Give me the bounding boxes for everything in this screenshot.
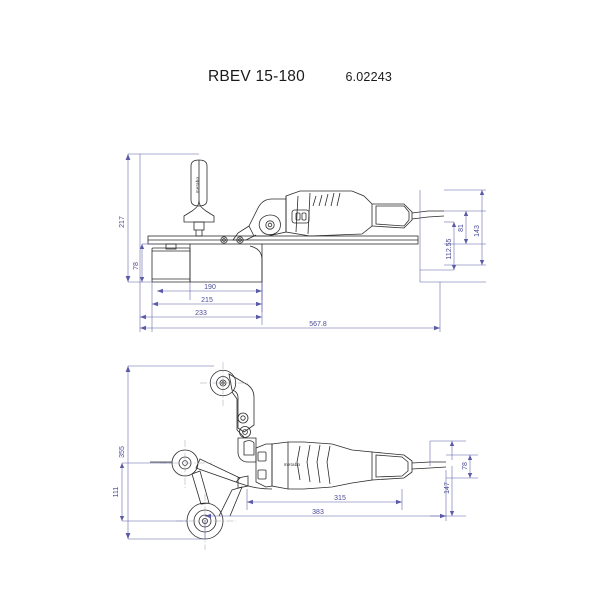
guard-edge-lower — [235, 481, 273, 490]
top-view-group: metabo — [113, 362, 478, 550]
plan-vent-4 — [326, 445, 331, 485]
belt-housing-lower — [189, 244, 263, 283]
gearhead-detail-a — [257, 451, 267, 462]
side-view-dimensions — [127, 153, 486, 332]
bracket-pivot — [258, 214, 281, 236]
switch-detail-a — [295, 212, 301, 221]
dim-value-plan-total-length: 383 — [312, 509, 324, 516]
article-code-label: 6.02243 — [345, 70, 393, 84]
mid-pulley-outer — [237, 412, 249, 424]
rear-grip — [371, 203, 413, 229]
motor-rib-a — [295, 195, 299, 233]
rear-grip-plan-inner — [375, 454, 409, 478]
motor-housing — [285, 190, 373, 237]
gearhead-detail-b — [257, 469, 267, 480]
arm-base-inner — [243, 440, 255, 456]
vent-1 — [312, 195, 317, 207]
plan-vent-3 — [316, 444, 321, 484]
beam-bolt-a-center — [222, 238, 226, 242]
cord-plan-top — [411, 461, 446, 464]
dim-value-body-length: 315 — [334, 495, 346, 502]
dim-value-right-width: 147 — [444, 482, 451, 494]
dim-value-nose-height: 81 — [458, 224, 465, 232]
handle-stud — [193, 221, 205, 231]
rear-grip-inner — [375, 205, 410, 227]
power-cord-top — [411, 210, 444, 214]
dim-value-base-length: 215 — [201, 297, 213, 304]
top-view-arrowheads — [119, 366, 473, 539]
strut-rear — [195, 458, 241, 483]
side-view-group: metabo — [119, 153, 486, 332]
dim-value-height-overall: 217 — [119, 216, 126, 228]
dim-value-width-overall: 355 — [119, 446, 126, 458]
swing-arm — [228, 373, 255, 433]
gear-head-bracket — [248, 198, 287, 237]
product-model-label: RBEV 15-180 — [207, 68, 305, 85]
vent-4 — [330, 192, 335, 207]
arm-base-bracket — [237, 437, 257, 463]
brand-label-side: metabo — [195, 176, 200, 193]
dim-value-nose-width: 78 — [462, 462, 469, 470]
dim-value-base-height: 78 — [133, 262, 140, 270]
strut-right — [218, 486, 243, 517]
gearhead-plan — [255, 443, 273, 488]
drum-mount — [165, 243, 177, 250]
dim-value-belt-length: 190 — [204, 284, 216, 291]
handle-bolt — [195, 230, 203, 237]
cord-plan-bottom — [411, 466, 447, 470]
switch-detail-b — [301, 212, 307, 221]
vent-2 — [318, 194, 323, 207]
power-switch — [291, 209, 310, 224]
side-view-machine-outline — [147, 159, 445, 283]
brand-label-plan: metabo — [284, 462, 301, 467]
top-view-dimensions — [121, 365, 478, 540]
lower-pulley-outer — [239, 426, 251, 438]
rear-grip-plan — [371, 451, 413, 481]
strut-front — [191, 470, 210, 505]
plan-vent-2 — [306, 444, 311, 483]
bracket-arm — [232, 225, 257, 241]
mid-pulley-hub — [240, 415, 246, 421]
side-view-arrowheads — [125, 154, 485, 331]
power-cord-bottom — [411, 215, 445, 220]
contact-drum — [151, 247, 191, 283]
vent-3 — [324, 193, 329, 207]
top-view-centerlines — [160, 362, 248, 550]
dim-value-right-height: 143 — [474, 225, 481, 237]
plan-vent-1 — [296, 445, 301, 481]
dim-value-axis-height: 112.55 — [446, 238, 453, 259]
top-view-machine-outline — [150, 369, 447, 540]
pivot-bearing-outer — [265, 220, 275, 230]
swing-arm-inner — [231, 391, 245, 438]
vent-5 — [336, 192, 341, 207]
drawing-title: RBEV 15-180 6.02243 — [0, 68, 600, 86]
grip-handle-body — [190, 159, 208, 207]
yoke-plate — [237, 475, 249, 489]
dim-value-wheel-offset: 111 — [113, 487, 120, 498]
pivot-bearing-inner — [267, 222, 273, 228]
dim-value-frame-length: 233 — [195, 310, 207, 317]
lower-pulley-hub — [242, 429, 248, 435]
dim-value-total-length: 567.8 — [309, 321, 327, 328]
beam-bolt-a — [220, 236, 228, 244]
